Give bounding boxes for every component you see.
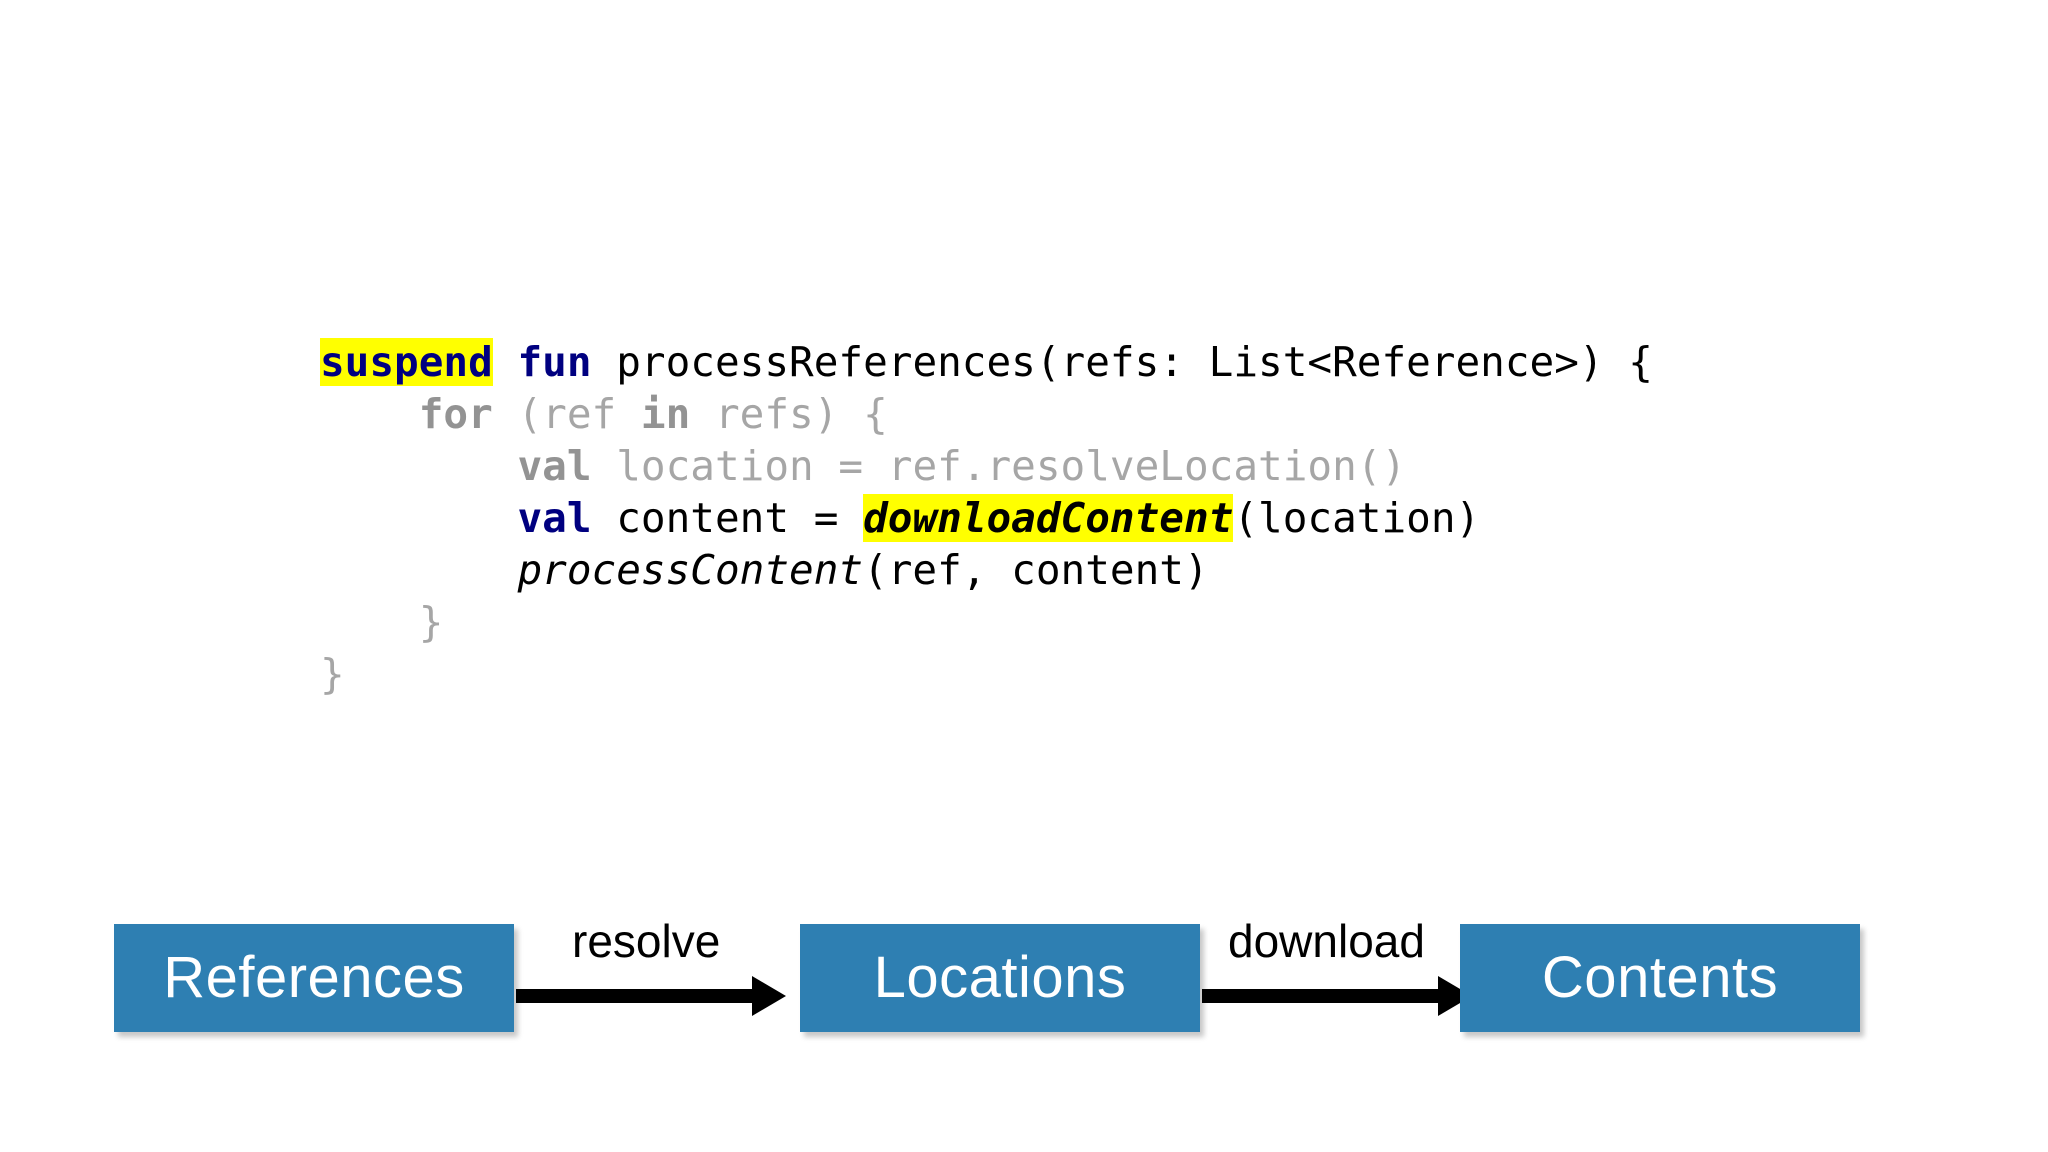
diagram-node-contents[interactable]: Contents [1460, 924, 1860, 1032]
code-token: refs) { [690, 390, 888, 438]
code-token: } [418, 598, 444, 646]
code-line: val location = ref.resolveLocation() [320, 440, 1653, 492]
code-indent [320, 546, 517, 594]
code-token: } [320, 650, 345, 698]
diagram-node-locations[interactable]: Locations [800, 924, 1200, 1032]
code-indent [320, 390, 419, 438]
code-token: for [418, 390, 493, 438]
arrow-resolve [516, 976, 786, 1016]
code-token: fun [517, 338, 592, 386]
code-token: content = [591, 494, 864, 542]
code-indent [320, 598, 419, 646]
code-line: processContent(ref, content) [320, 544, 1653, 596]
diagram-node-label: Contents [1541, 945, 1779, 1010]
code-token: (ref, content) [863, 546, 1209, 594]
code-token: processContent [517, 546, 864, 594]
arrow-download-shaft [1202, 989, 1442, 1003]
code-indent [320, 442, 517, 490]
code-line: for (ref in refs) { [320, 388, 1653, 440]
arrow-download [1202, 976, 1472, 1016]
arrow-resolve-shaft [516, 989, 756, 1003]
flow-diagram: References resolve Locations download Co… [0, 900, 2048, 1080]
code-line: } [320, 648, 1653, 700]
arrow-label-resolve: resolve [572, 915, 721, 967]
diagram-node-label: Locations [873, 945, 1127, 1010]
arrow-resolve-head [752, 976, 786, 1016]
diagram-node-label: References [163, 945, 465, 1010]
code-token-highlighted: downloadContent [863, 494, 1234, 542]
code-token: location = ref.resolveLocation() [591, 442, 1407, 490]
diagram-node-references[interactable]: References [114, 924, 514, 1032]
code-token [493, 338, 518, 386]
code-token: val [517, 442, 592, 490]
code-token: processReferences(refs: List<Reference>)… [591, 338, 1653, 386]
code-token: val [517, 494, 592, 542]
code-block: suspend fun processReferences(refs: List… [320, 336, 1653, 700]
code-line: suspend fun processReferences(refs: List… [320, 336, 1653, 388]
code-line: val content = downloadContent(location) [320, 492, 1653, 544]
code-token-highlighted: suspend [320, 338, 493, 386]
arrow-label-download: download [1228, 915, 1425, 967]
code-token: (location) [1233, 494, 1481, 542]
code-line: } [320, 596, 1653, 648]
code-token: in [640, 390, 691, 438]
code-token: (ref [492, 390, 641, 438]
code-indent [320, 494, 517, 542]
